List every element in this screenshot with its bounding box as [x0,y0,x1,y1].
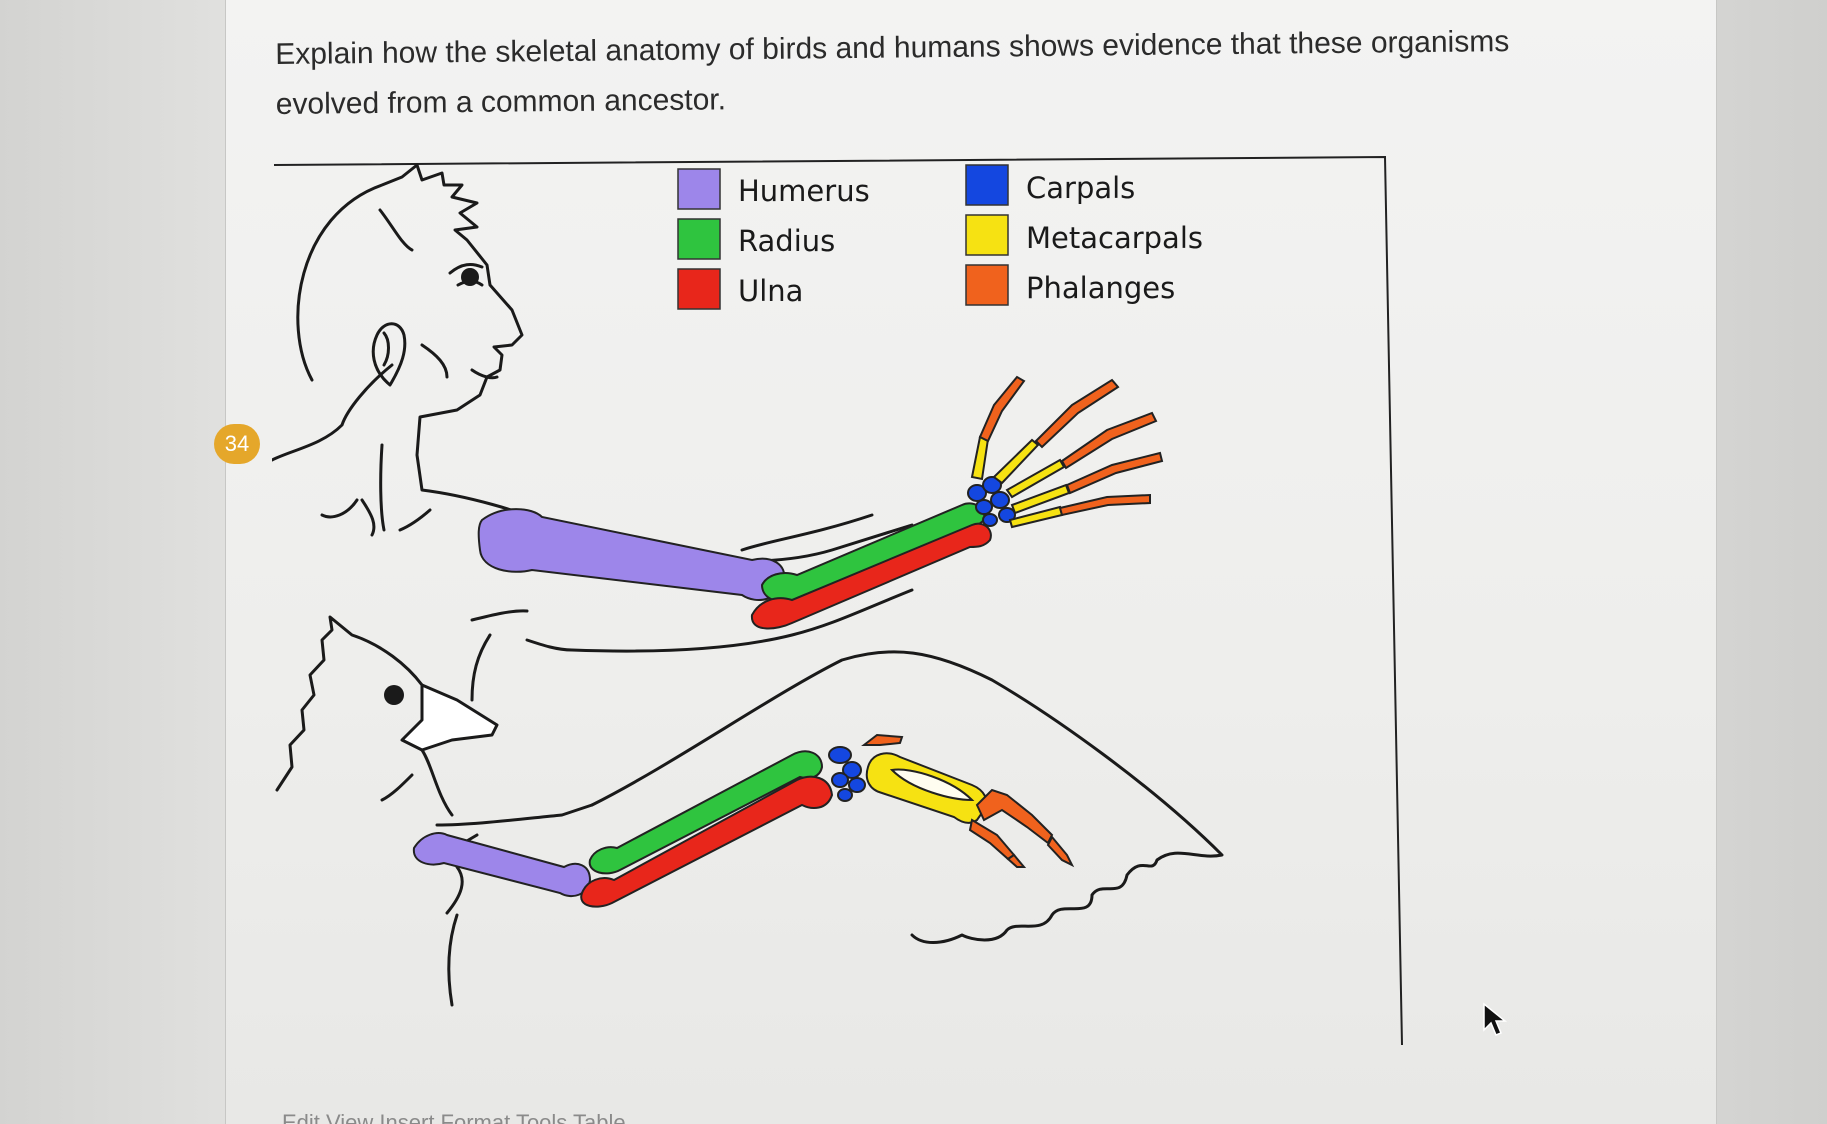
legend-item-humerus: Humerus [677,168,870,210]
human-eye [461,268,479,286]
legend: Humerus Radius Ulna Carpals Metacarpals … [677,164,1203,310]
bird-metacarpals [865,752,988,824]
legend-item-metacarpals: Metacarpals [965,214,1203,256]
bird-ulna [580,775,834,908]
bird-humerus [412,832,592,898]
legend-label-ulna: Ulna [738,274,803,308]
homology-figure: Humerus Radius Ulna Carpals Metacarpals … [272,155,1407,1045]
bird-phalanges [861,733,1075,868]
legend-swatch-phalanges [965,264,1009,306]
human-ulna [750,522,992,630]
legend-item-phalanges: Phalanges [965,264,1175,306]
editor-menu-bar[interactable]: Edit View Insert Format Tools Table [282,1110,626,1124]
bird-outline [275,615,1224,1007]
legend-swatch-metacarpals [965,214,1009,256]
legend-item-ulna: Ulna [677,268,803,310]
legend-swatch-carpals [965,164,1009,206]
human-carpals [967,476,1016,527]
legend-label-carpals: Carpals [1026,171,1135,205]
homology-illustration: Humerus Radius Ulna Carpals Metacarpals … [272,155,1403,1045]
legend-label-metacarpals: Metacarpals [1026,221,1203,255]
legend-swatch-radius [677,218,721,260]
legend-swatch-humerus [677,168,721,210]
figure-frame [273,155,1403,1045]
human-arm-skeleton [477,375,1164,630]
legend-item-radius: Radius [677,218,835,260]
legend-label-radius: Radius [738,224,835,258]
legend-label-phalanges: Phalanges [1026,271,1175,305]
bird-carpals [828,746,866,802]
question-text: Explain how the skeletal anatomy of bird… [275,25,1510,121]
human-outline [272,163,914,702]
bird-wing-skeleton [412,733,1075,908]
human-humerus [477,508,786,601]
legend-swatch-ulna [677,268,721,310]
human-phalanges [978,375,1164,517]
mouse-cursor-icon [1483,1002,1508,1036]
question-number-badge: 34 [214,424,260,464]
bird-radius [588,750,824,875]
bird-eye [384,685,404,705]
legend-label-humerus: Humerus [738,174,870,208]
legend-item-carpals: Carpals [965,164,1135,206]
